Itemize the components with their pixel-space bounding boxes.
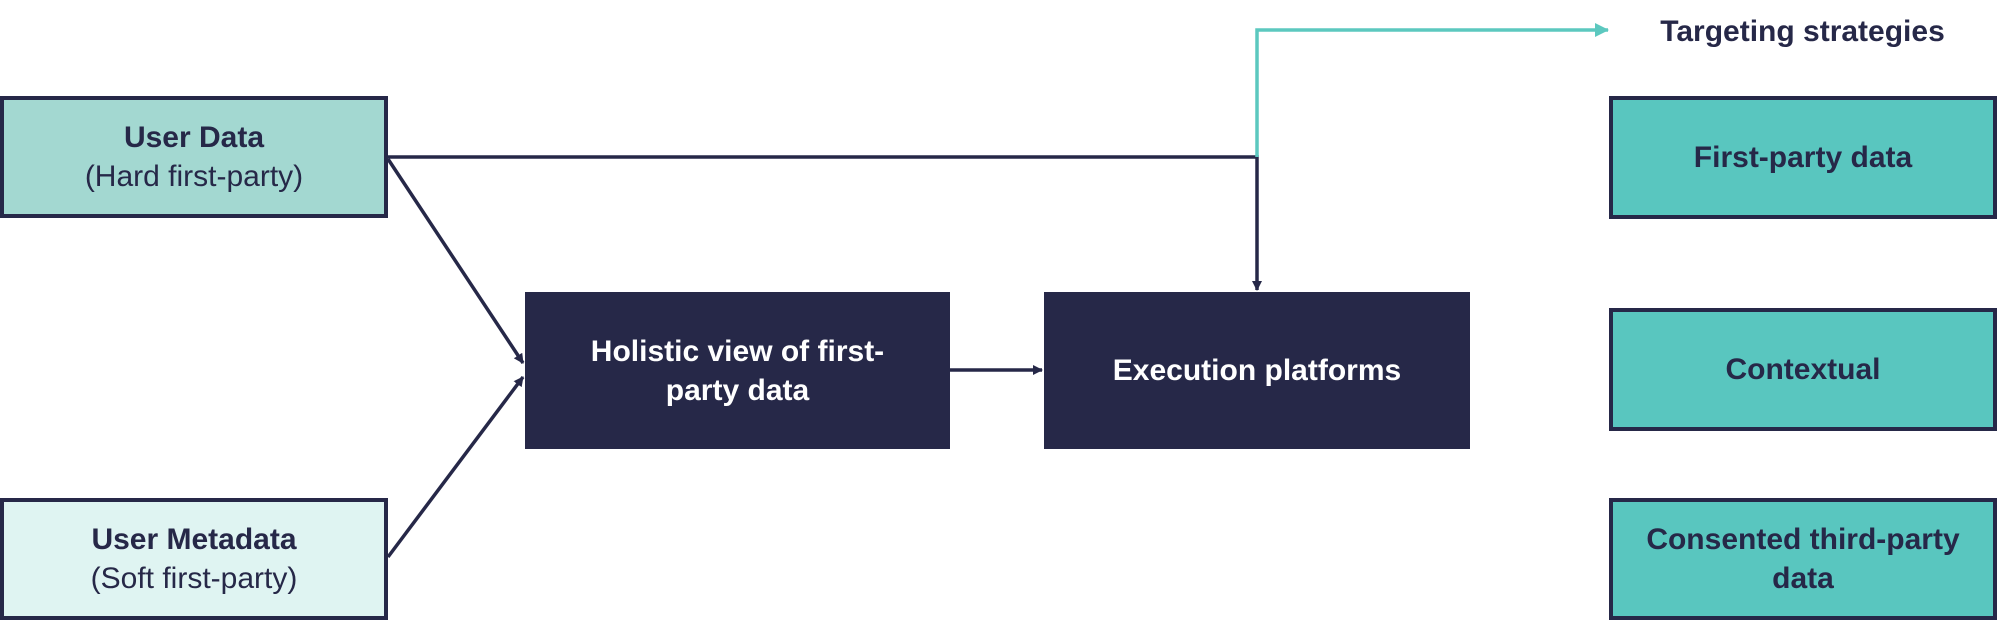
targeting-strategies-heading: Targeting strategies <box>1660 15 1945 48</box>
user-metadata-title: User Metadata <box>91 523 297 556</box>
connector-to-targeting-strategies <box>1255 23 1609 157</box>
user-data-subtitle: (Hard first-party) <box>84 160 304 193</box>
holistic-view-label: Holistic view of first-party data <box>590 334 885 407</box>
strategy-contextual-box: Contextual <box>1609 308 1997 431</box>
user-metadata-box: User Metadata (Soft first-party) <box>0 498 388 620</box>
strategy-first-party-label: First-party data <box>1693 141 1913 174</box>
user-data-box: User Data (Hard first-party) <box>0 96 388 218</box>
user-data-title: User Data <box>123 121 265 154</box>
strategy-consented-label: Consented third-party data <box>1646 523 1960 595</box>
connector-usermetadata-to-holistic <box>386 375 525 559</box>
execution-platforms-label: Execution platforms <box>1112 354 1402 387</box>
execution-platforms-box: Execution platforms <box>1044 292 1470 449</box>
user-metadata-subtitle: (Soft first-party) <box>90 562 298 595</box>
connector-userdata-to-holistic <box>386 158 525 364</box>
holistic-view-box: Holistic view of first-party data <box>525 292 950 449</box>
strategy-first-party-box: First-party data <box>1609 96 1997 219</box>
strategy-consented-box: Consented third-party data <box>1609 498 1997 620</box>
strategy-contextual-label: Contextual <box>1725 353 1881 386</box>
connector-userdata-to-execution <box>388 155 1262 291</box>
